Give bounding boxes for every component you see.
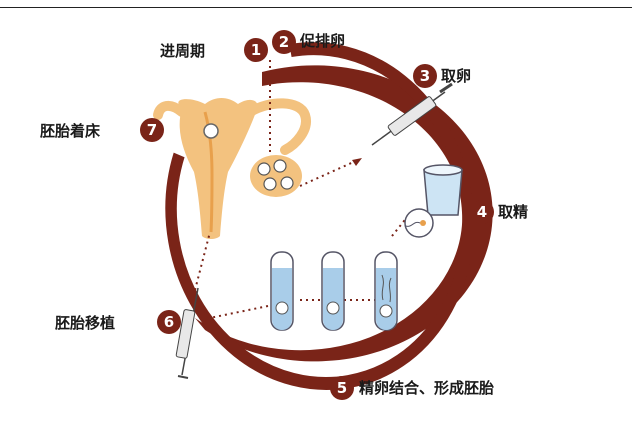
step-1-label: 进周期 (160, 42, 206, 60)
test-tube-3 (374, 251, 398, 331)
step-5-badge: 5 (330, 376, 354, 400)
step-2-label: 促排卵 (300, 32, 346, 50)
step-4-badge: 4 (470, 200, 494, 224)
step-5-label: 精卵结合、形成胚胎 (359, 379, 495, 397)
sperm-magnifier (404, 208, 434, 238)
step-2-badge: 2 (272, 30, 296, 54)
process-dotted-paths (194, 60, 409, 321)
test-tube-2 (321, 251, 345, 331)
step-6-badge: 6 (157, 310, 181, 334)
test-tube-1 (270, 251, 294, 331)
step-6-label: 胚胎移植 (55, 314, 116, 332)
step-7-badge: 7 (140, 118, 164, 142)
step-3-label: 取卵 (441, 67, 472, 85)
uterus-illustration (153, 98, 311, 239)
embryo-in-uterus (203, 123, 219, 139)
sperm-cup (423, 164, 463, 216)
egg-retrieval-syringe (371, 82, 453, 146)
step-3-badge: 3 (413, 64, 437, 88)
top-divider (0, 7, 632, 8)
step-1-badge: 1 (244, 38, 268, 62)
embryo-transfer-syringe (175, 287, 199, 379)
ovary-illustration (250, 155, 302, 197)
step-7-label: 胚胎着床 (40, 122, 101, 140)
step-4-label: 取精 (498, 203, 529, 221)
